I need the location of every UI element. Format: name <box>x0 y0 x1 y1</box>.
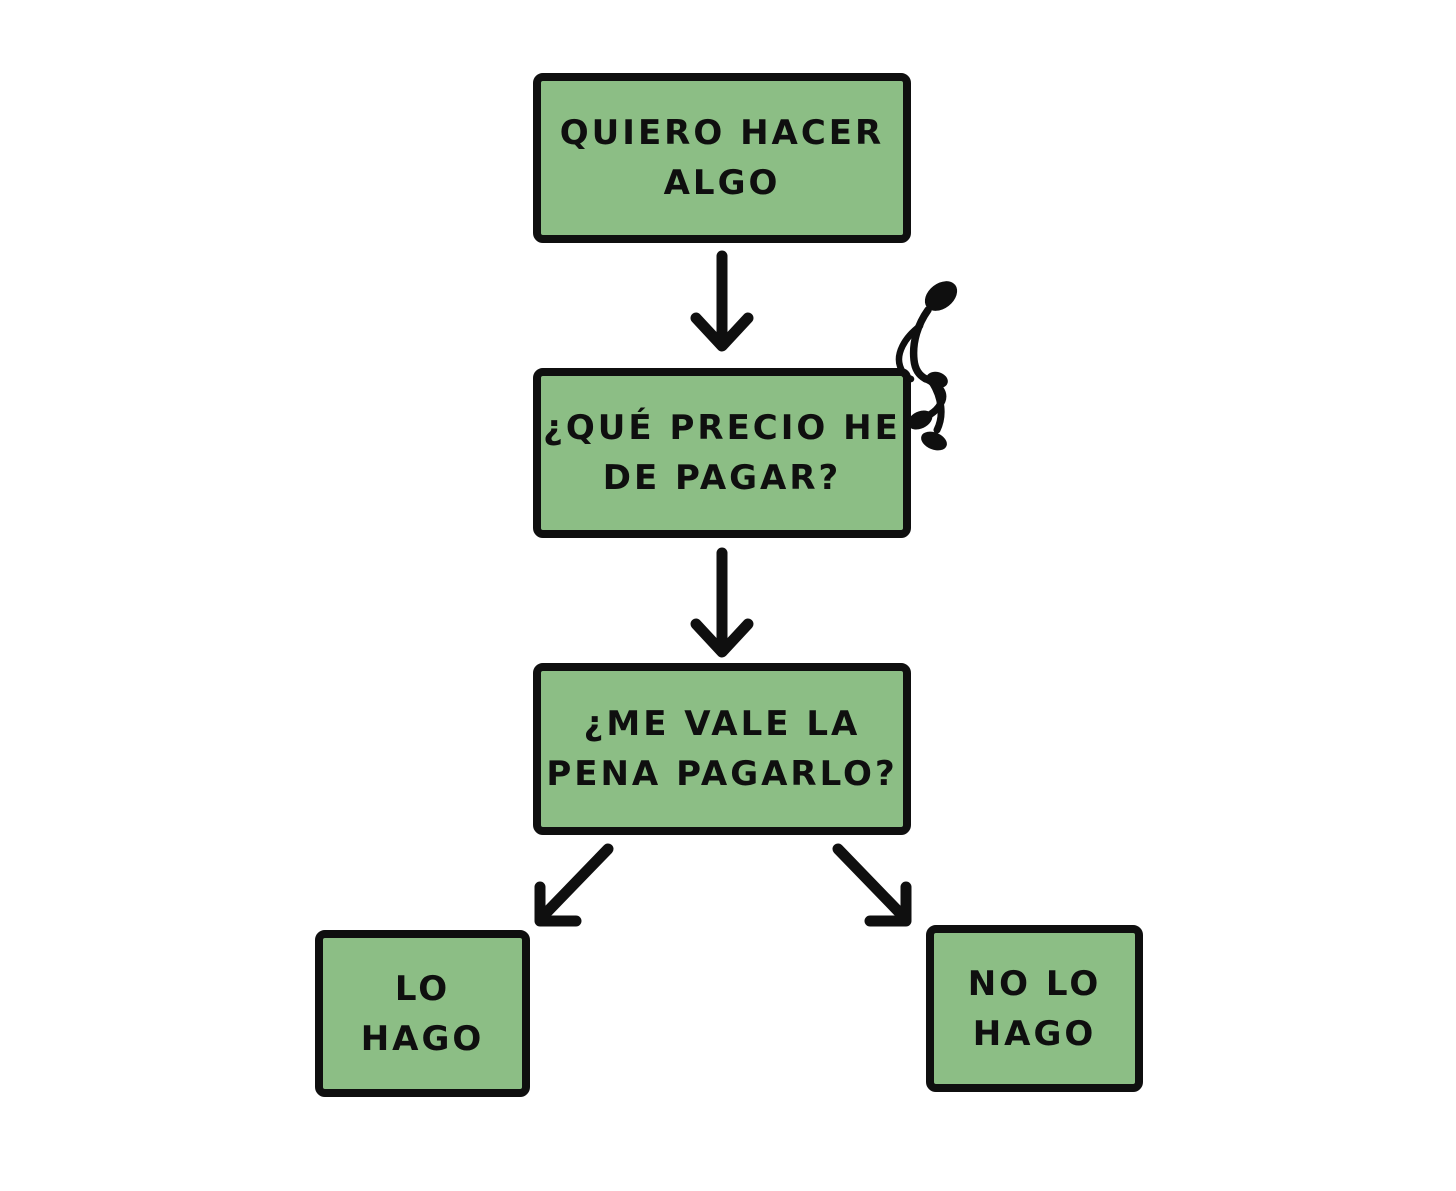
node-label-line: ALGO <box>663 163 781 203</box>
node-label-line: NO LO <box>967 963 1102 1004</box>
node-label-line: DE PAGAR? <box>602 458 842 498</box>
flowchart-node-price: ¿QUÉ PRECIO HE DE PAGAR? <box>533 368 911 538</box>
node-label-line: ¿QUÉ PRECIO HE <box>543 408 901 448</box>
flowchart-node-worth: ¿ME VALE LA PENA PAGARLO? <box>533 663 911 835</box>
node-label-line: QUIERO HACER <box>559 113 885 153</box>
node-label-line: HAGO <box>972 1013 1097 1054</box>
arrow-worth-to-dont-icon <box>832 843 912 927</box>
arrow-worth-to-do-icon <box>534 843 614 927</box>
arrow-price-to-worth-icon <box>690 547 754 658</box>
flowchart-node-dont: NO LO HAGO <box>926 925 1143 1092</box>
dejected-stick-figure-icon <box>895 281 958 451</box>
flowchart-node-do: LO HAGO <box>315 930 530 1097</box>
node-label-line: PENA PAGARLO? <box>546 754 898 794</box>
arrow-start-to-price-icon <box>690 250 754 352</box>
flowchart-node-start: QUIERO HACER ALGO <box>533 73 911 243</box>
node-label-line: ¿ME VALE LA <box>583 704 861 744</box>
node-label-line: LO <box>394 968 451 1009</box>
node-label-line: HAGO <box>360 1018 485 1059</box>
